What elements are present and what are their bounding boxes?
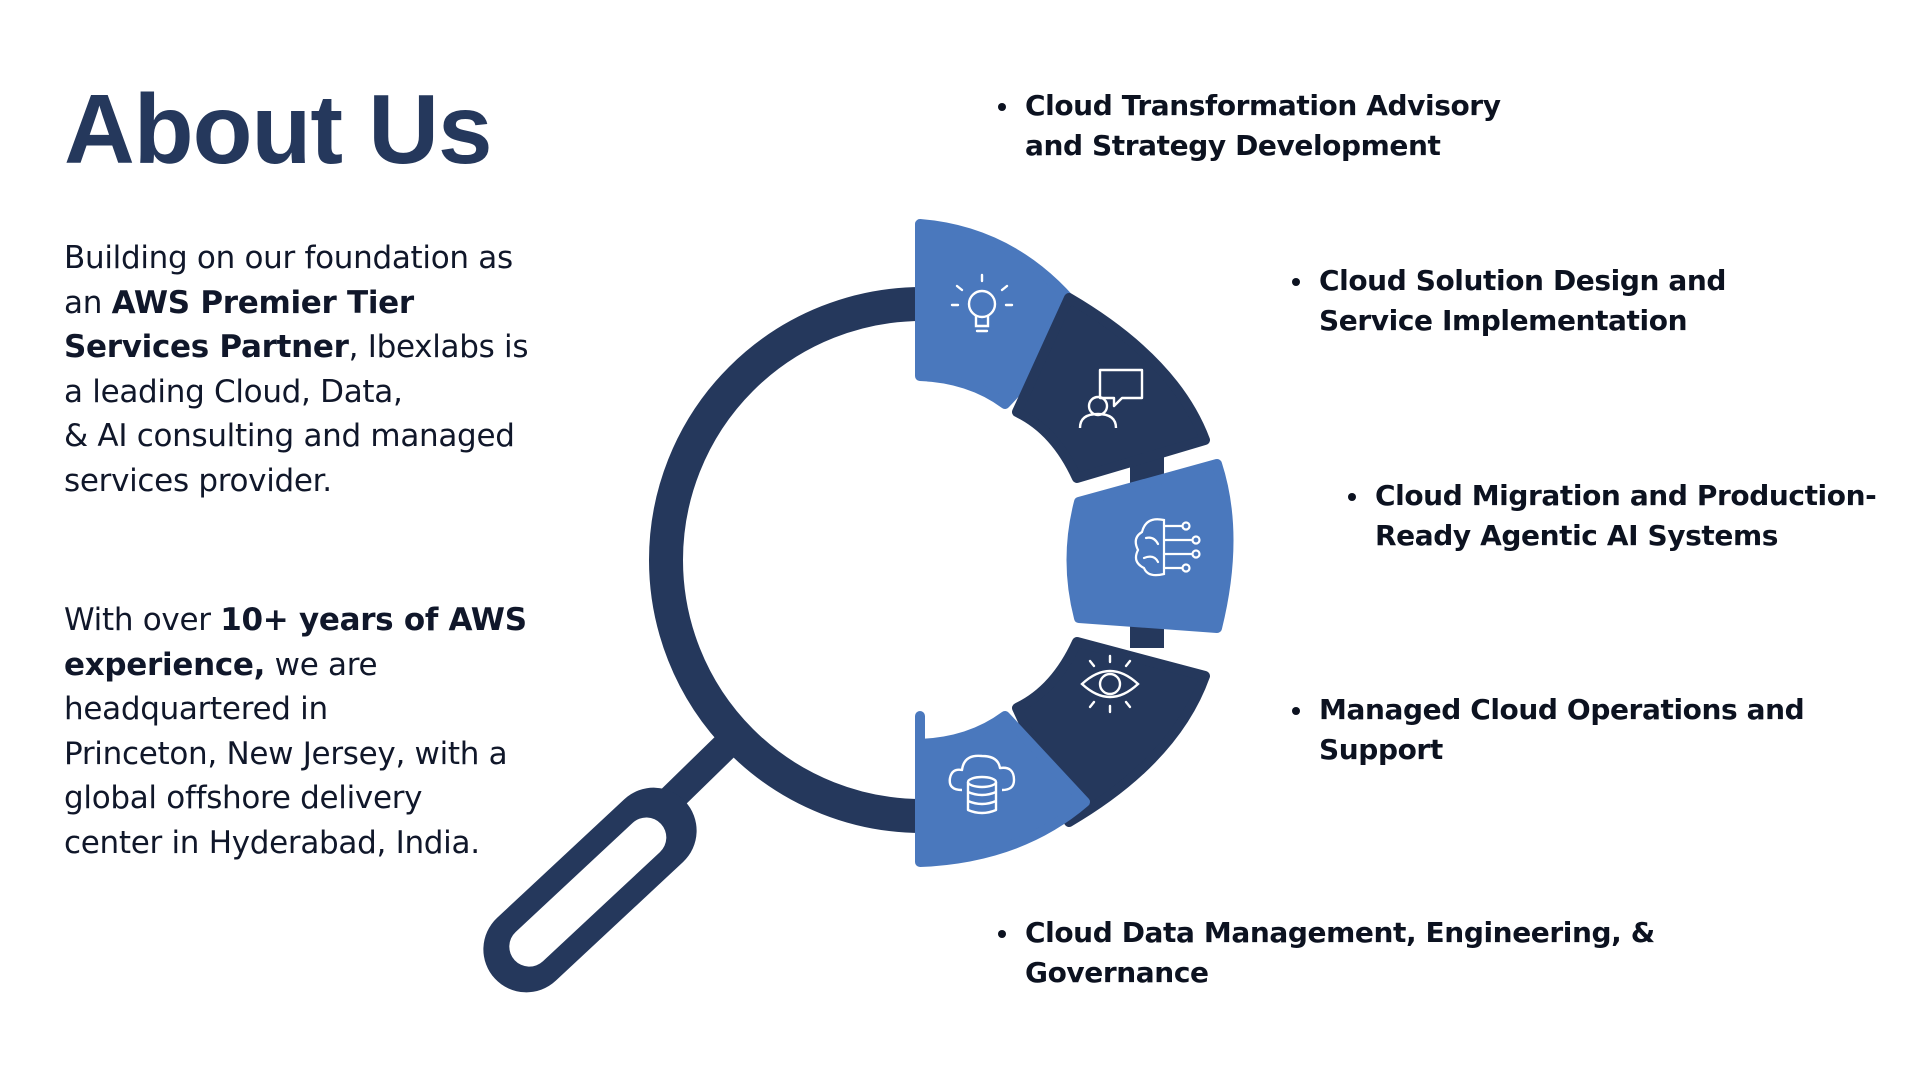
intro-line: an AWS Premier Tier <box>64 284 414 321</box>
segment-design <box>1012 293 1210 483</box>
ai-brain-icon <box>1134 518 1201 577</box>
person-chat-icon <box>1078 368 1144 429</box>
intro-line: services provider. <box>64 462 332 499</box>
service-text: Cloud Solution Design and <box>1319 264 1727 297</box>
experience-paragraph: With over 10+ years of AWS experience, w… <box>64 598 544 865</box>
service-text: Support <box>1319 733 1443 766</box>
cloud-database-icon <box>948 754 1016 815</box>
intro-line: Building on our foundation as <box>64 240 513 276</box>
experience-line: With over 10+ years of AWS <box>64 602 527 638</box>
service-text: Cloud Data Management, Engineering, & <box>1025 916 1655 949</box>
intro-line: a leading Cloud, Data, <box>64 373 403 410</box>
page-title: About Us <box>64 74 492 184</box>
intro-line: Services Partner, Ibexlabs is <box>64 329 529 365</box>
service-text: Cloud Transformation Advisory <box>1025 89 1501 122</box>
experience-line: experience, we are <box>64 646 378 683</box>
experience-line: global offshore delivery <box>64 780 423 816</box>
eye-icon <box>1080 654 1140 714</box>
magnifier-handle <box>483 787 697 993</box>
service-item-strategy: Cloud Transformation Advisory and Strate… <box>998 86 1501 166</box>
bullet-dot <box>998 103 1006 111</box>
bullet-dot <box>998 930 1006 938</box>
service-text: Service Implementation <box>1319 304 1688 337</box>
service-text: Governance <box>1025 956 1209 989</box>
bullet-dot <box>1292 278 1300 286</box>
segment-migration <box>1066 459 1234 633</box>
service-text: Ready Agentic AI Systems <box>1375 519 1778 552</box>
experience-line: Princeton, New Jersey, with a <box>64 735 508 772</box>
bullet-dot <box>1292 707 1300 715</box>
intro-line: & AI consulting and managed <box>64 418 515 454</box>
service-item-migration: Cloud Migration and Production- Ready Ag… <box>1348 476 1877 556</box>
experience-line: headquartered in <box>64 691 328 727</box>
magnifier-ring <box>649 287 923 833</box>
lightbulb-icon <box>950 273 1014 333</box>
service-text: Managed Cloud Operations and <box>1319 693 1805 726</box>
service-item-data: Cloud Data Management, Engineering, & Go… <box>998 913 1655 993</box>
service-text: Cloud Migration and Production- <box>1375 479 1877 512</box>
service-item-design: Cloud Solution Design and Service Implem… <box>1292 261 1726 341</box>
service-text: and Strategy Development <box>1025 129 1441 162</box>
bullet-dot <box>1348 493 1356 501</box>
experience-line: center in Hyderabad, India. <box>64 824 480 861</box>
intro-paragraph: Building on our foundation as an AWS Pre… <box>64 236 544 503</box>
service-item-operations: Managed Cloud Operations and Support <box>1292 690 1805 770</box>
